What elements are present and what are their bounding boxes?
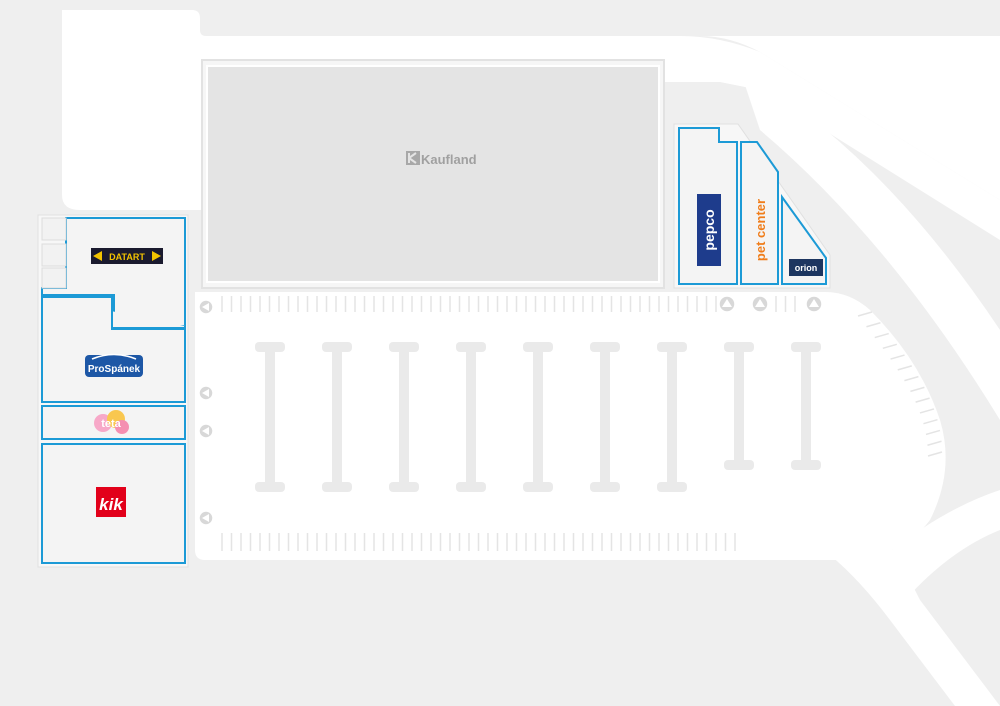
teta-unit[interactable]: teta [41, 405, 186, 440]
arrow-left-icon [198, 299, 214, 315]
datart-unit[interactable]: DATART [41, 217, 186, 327]
parking-stall-line [919, 408, 935, 414]
pepco-logo [697, 194, 721, 266]
prospanek-label: ProSpánek [88, 364, 141, 375]
left-retail-block: DATART ProSpánek teta kik [37, 214, 189, 568]
orion-logo [789, 259, 823, 276]
parking-stall-line [874, 332, 889, 339]
main-road [700, 36, 1000, 200]
parking-stall-line [915, 397, 930, 403]
arrow-left-icon [198, 423, 214, 439]
arrow-up-icon [751, 295, 769, 313]
traffic-arrows [198, 295, 823, 526]
arrow-left-icon [198, 385, 214, 401]
teta-logo: teta [94, 410, 129, 434]
prospanek-outline [41, 296, 186, 403]
right-retail-block: pepco pet center orion [673, 123, 831, 289]
parking-stall-line [927, 440, 942, 446]
parking-stall-line [904, 375, 919, 382]
parking-stall-line [927, 451, 943, 457]
pet-center-outline [740, 141, 779, 285]
arrow-up-icon [718, 295, 736, 313]
kik-unit[interactable]: kik [41, 443, 186, 564]
car-park [195, 292, 946, 560]
prospanek-unit[interactable]: ProSpánek [41, 296, 186, 403]
datart-label: DATART [109, 252, 145, 262]
parking-stall-line [910, 386, 925, 393]
kaufland-inner [206, 65, 660, 283]
pepco-unit[interactable]: pepco [678, 127, 738, 285]
pet-center-unit[interactable]: pet center [740, 141, 779, 285]
parking-stall-line [897, 365, 912, 371]
pet-center-label: pet center [753, 199, 768, 261]
kaufland-logo: Kaufland [406, 151, 477, 167]
parking-stall-line [857, 311, 873, 317]
side-road [880, 490, 1000, 600]
parking-stall-line [866, 322, 881, 328]
kik-label: kik [99, 495, 124, 514]
orion-unit[interactable]: orion [781, 193, 827, 285]
prospanek-logo [85, 355, 143, 377]
parking-islands [255, 342, 821, 492]
kik-logo [96, 487, 126, 517]
parking-stall-line [925, 429, 941, 436]
parking-stall-line [890, 354, 905, 360]
parking-stall-line [882, 343, 898, 350]
kaufland-unit[interactable]: Kaufland [201, 59, 665, 289]
arrow-left-icon [198, 510, 214, 526]
exit-road [830, 530, 1000, 706]
datart-logo [91, 248, 163, 264]
parking-stall-line [923, 418, 938, 425]
arrow-up-icon [805, 295, 823, 313]
parking-stalls [221, 296, 943, 551]
orion-label: orion [795, 263, 818, 273]
diagonal-road [740, 70, 1000, 420]
pepco-label: pepco [701, 209, 717, 250]
kaufland-label: Kaufland [421, 152, 477, 167]
teta-label: teta [101, 418, 121, 430]
